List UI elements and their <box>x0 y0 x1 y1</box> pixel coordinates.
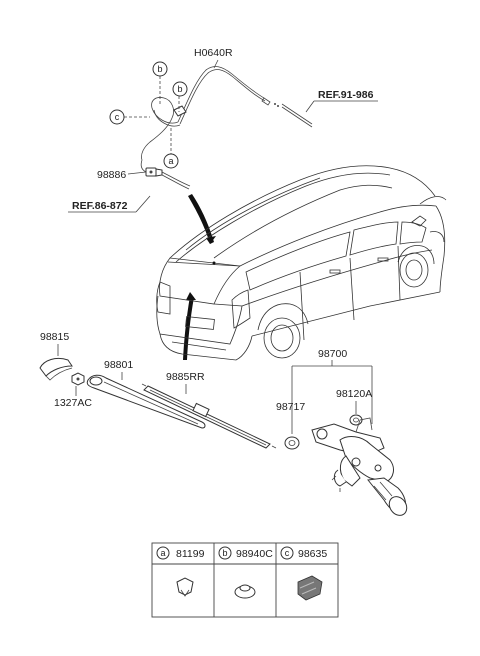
svg-text:81199: 81199 <box>176 548 205 560</box>
wiper-motor <box>311 417 408 516</box>
legend-cell-a: a 81199 <box>156 546 205 597</box>
svg-text:a: a <box>168 156 173 166</box>
svg-text:a: a <box>160 548 165 558</box>
callout-b-lower: b <box>172 81 188 97</box>
label-motor-assy: 98700 <box>318 348 347 360</box>
wiper-blade <box>141 383 277 449</box>
ref-86-872: REF.86-872 <box>68 195 151 213</box>
arrow-to-roof-nozzle <box>188 194 214 244</box>
arm-nut <box>71 372 85 386</box>
legend-cell-c: c 98635 <box>280 546 327 601</box>
label-cap: 98815 <box>40 331 69 343</box>
label-nozzle: 98886 <box>97 169 126 181</box>
parts-legend-table: a 81199 b 98940C c 98635 <box>151 542 339 618</box>
label-hose: H0640R <box>194 47 233 59</box>
ref-91-986: REF.91-986 <box>281 89 378 128</box>
svg-text:c: c <box>115 112 120 122</box>
callout-b-upper: b <box>152 61 168 77</box>
arrow-to-tailgate <box>183 296 194 360</box>
callout-c: c <box>109 109 125 125</box>
svg-text:98635: 98635 <box>298 548 327 560</box>
washer-nozzle <box>145 167 163 177</box>
legend-cell-b: b 98940C <box>218 546 273 599</box>
svg-text:b: b <box>177 84 182 94</box>
washer-hose-assembly <box>124 59 279 190</box>
label-nut: 1327AC <box>54 397 92 409</box>
label-grommet: 98120A <box>336 388 372 400</box>
label-blade: 9885RR <box>166 371 205 383</box>
label-arm: 98801 <box>104 359 133 371</box>
callout-a: a <box>163 153 179 169</box>
svg-text:c: c <box>285 548 290 558</box>
clip-98635-icon <box>297 575 323 601</box>
svg-text:b: b <box>222 548 227 558</box>
wiper-arm <box>86 374 206 429</box>
svg-text:b: b <box>157 64 162 74</box>
clip-81199-icon <box>176 577 194 597</box>
label-pivot: 98717 <box>276 401 305 413</box>
svg-text:REF.86-872: REF.86-872 <box>72 200 128 212</box>
svg-text:98940C: 98940C <box>236 548 273 560</box>
grommet-98940c-icon <box>234 584 256 599</box>
pivot-cap-98717 <box>284 436 300 450</box>
minivan-illustration <box>156 165 447 361</box>
svg-text:REF.91-986: REF.91-986 <box>318 89 374 101</box>
wiper-arm-cap <box>39 357 73 381</box>
